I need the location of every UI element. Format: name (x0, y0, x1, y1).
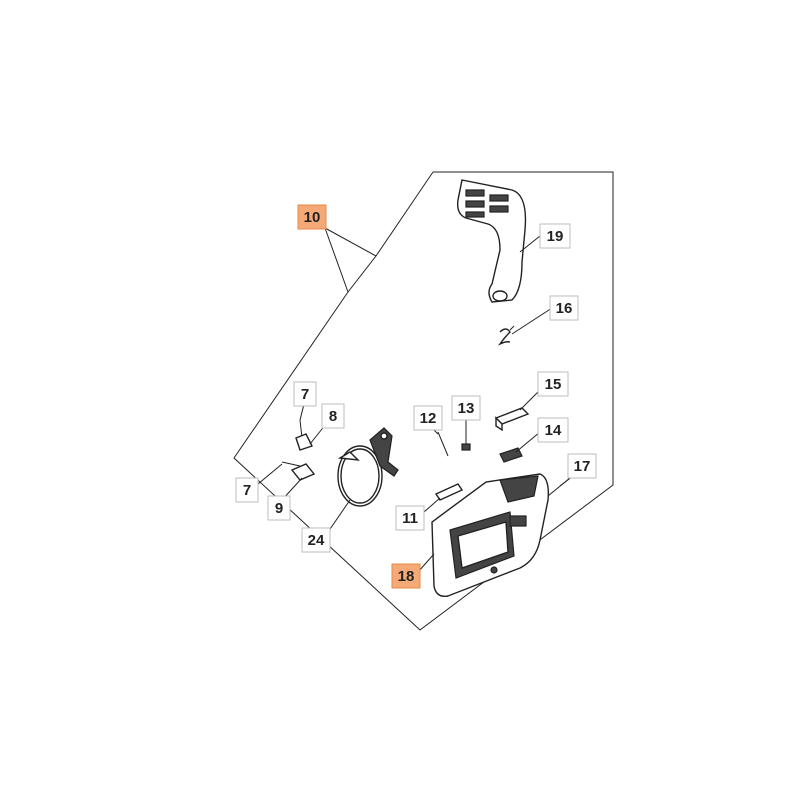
leader-14 (515, 431, 541, 453)
svg-text:7: 7 (301, 386, 309, 403)
spring-pin-part (434, 483, 464, 501)
cover-part (431, 473, 550, 597)
hand-guard-part (456, 179, 527, 303)
svg-text:24: 24 (308, 532, 325, 549)
leader-18 (417, 553, 435, 573)
svg-text:15: 15 (545, 376, 562, 393)
brake-band-part (337, 427, 399, 507)
callout-8[interactable]: 8 (321, 403, 345, 429)
callout-11[interactable]: 11 (395, 505, 425, 531)
svg-text:13: 13 (458, 400, 475, 417)
callout-18[interactable]: 18 (391, 563, 421, 589)
bolt-part (461, 422, 471, 451)
leader-10b (324, 227, 349, 293)
svg-text:8: 8 (329, 408, 337, 425)
pin-part (437, 431, 449, 457)
callout-15[interactable]: 15 (537, 371, 569, 397)
spring-part (497, 325, 515, 346)
lever-part (281, 419, 316, 481)
svg-text:14: 14 (545, 422, 562, 439)
callout-14[interactable]: 14 (537, 417, 569, 443)
svg-text:17: 17 (574, 458, 591, 475)
callout-10[interactable]: 10 (297, 204, 327, 230)
svg-text:10: 10 (304, 209, 321, 226)
callout-13[interactable]: 13 (451, 395, 481, 421)
svg-text:12: 12 (420, 410, 437, 427)
svg-text:9: 9 (275, 500, 283, 517)
leader-7b (257, 463, 283, 485)
svg-text:16: 16 (556, 300, 573, 317)
block-part (494, 407, 530, 432)
leader-15 (519, 389, 541, 411)
callout-12[interactable]: 12 (413, 405, 443, 431)
callout-9[interactable]: 9 (267, 495, 291, 521)
leader-7a (299, 403, 305, 421)
leader-11 (423, 497, 441, 513)
callout-19[interactable]: 19 (539, 223, 571, 249)
leader-16 (511, 307, 553, 335)
callout-16[interactable]: 16 (549, 295, 579, 321)
leader-24 (327, 499, 351, 533)
callout-24[interactable]: 24 (301, 527, 331, 553)
svg-text:7: 7 (243, 482, 251, 499)
callout-7a[interactable]: 7 (293, 381, 317, 407)
leader-19 (519, 235, 541, 253)
svg-text:19: 19 (547, 228, 564, 245)
svg-text:11: 11 (402, 510, 418, 527)
leader-10 (324, 227, 377, 257)
callout-7b[interactable]: 7 (235, 477, 259, 503)
svg-text:18: 18 (398, 568, 415, 585)
callout-17[interactable]: 17 (567, 453, 597, 479)
